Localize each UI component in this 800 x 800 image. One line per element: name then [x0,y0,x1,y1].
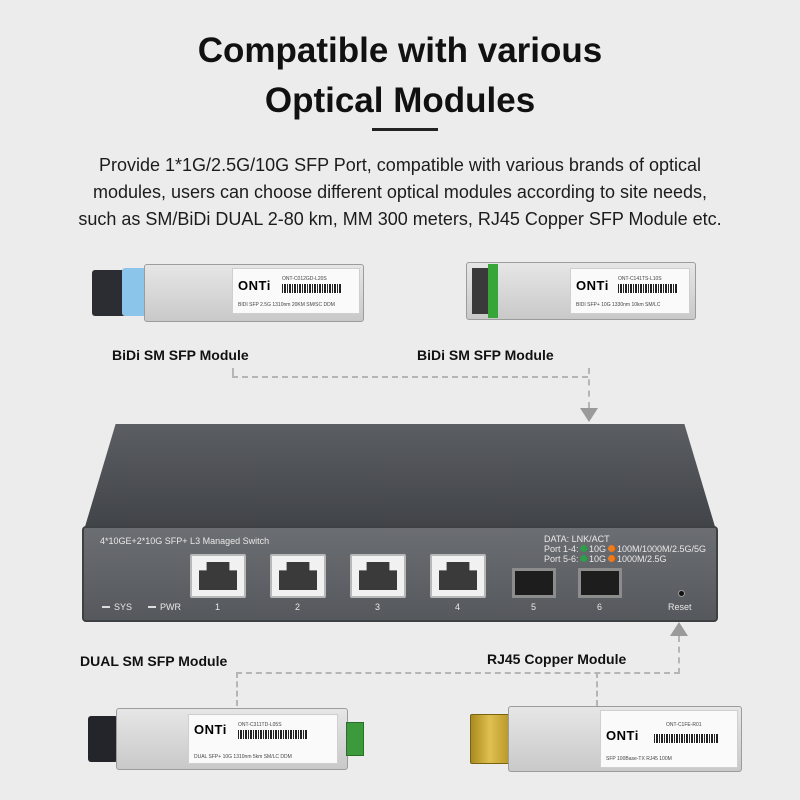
port-number: 5 [531,602,537,612]
connector-line [678,636,680,674]
model-number: ONT-C141TS-L10S [618,276,662,282]
sfp-port-5[interactable] [512,568,556,598]
reset-label: Reset [668,602,692,612]
module-green-latch [488,264,498,318]
sys-led [102,606,110,608]
module-label-top-right: BiDi SM SFP Module [417,347,554,363]
barcode [654,734,718,743]
module-label [188,714,338,764]
description-line-1: Provide 1*1G/2.5G/10G SFP Port, compatib… [99,155,701,175]
connector-line [232,376,588,378]
connector-line [596,672,598,706]
module-spec: BIDI SFP 2.5G 1310nm 20KM SM/SC DDM [238,302,335,308]
brand-name: ONTi [576,278,609,293]
title-underline [372,128,438,131]
port-number: 4 [455,602,461,612]
module-connector [88,716,118,762]
connector-line [588,368,590,408]
description: Provide 1*1G/2.5G/10G SFP Port, compatib… [30,152,770,233]
description-line-3: such as SM/BiDi DUAL 2-80 km, MM 300 met… [78,209,722,229]
module-label-bottom-right: RJ45 Copper Module [487,651,627,667]
barcode [238,730,308,739]
rj45-copper-module: ONTi ONT-C1FE-R01 SFP 100Base-TX RJ45 10… [470,704,742,778]
port-number: 1 [215,602,221,612]
port-number: 3 [375,602,381,612]
module-spec: SFP 100Base-TX RJ45 100M [606,756,672,762]
switch-front-panel: 4*10GE+2*10G SFP+ L3 Managed Switch SYS … [82,526,718,622]
module-spec: DUAL SFP+ 10G 1310nm 5km SM/LC DDM [194,754,292,760]
module-gold-connector [470,714,510,764]
reset-button[interactable] [678,590,685,597]
module-green-pcb [346,722,364,756]
orange-led-icon [608,545,615,552]
model-number: ONT-C311TD-L05S [238,722,282,728]
module-connector [472,268,488,314]
brand-name: ONTi [606,728,639,743]
bidi-sfp-module-right: ONTi ONT-C141TS-L10S BIDI SFP+ 10G 1330n… [466,262,696,322]
brand-name: ONTi [194,722,227,737]
brand-name: ONTi [238,278,271,293]
port-number: 6 [597,602,603,612]
legend-row1-green: 10G [589,544,607,554]
green-led-icon [580,555,587,562]
sys-label: SYS [114,602,133,612]
switch-top-panel [84,424,716,530]
barcode [618,284,678,293]
orange-led-icon [608,555,615,562]
title-line-1: Compatible with various [197,31,603,70]
rj45-port-4[interactable] [430,554,486,598]
rj45-port-3[interactable] [350,554,406,598]
bidi-sfp-module-left: ONTi ONT-C012GD-L20S BIDI SFP 2.5G 1310n… [92,262,364,332]
connector-line [236,672,680,674]
port-number: 2 [295,602,301,612]
model-number: ONT-C012GD-L20S [282,276,327,282]
module-label-top-left: BiDi SM SFP Module [112,347,249,363]
title-line-2: Optical Modules [264,81,536,120]
legend-row2-green: 10G [589,554,607,564]
legend-row2-ports: Port 5-6: [544,554,579,564]
sfp-port-6[interactable] [578,568,622,598]
description-line-2: modules, users can choose different opti… [92,182,708,202]
legend-row1-orange: 100M/1000M/2.5G/5G [617,544,707,554]
pwr-led [148,606,156,608]
legend-row2-orange: 1000M/2.5G [617,554,667,564]
module-label-bottom-left: DUAL SM SFP Module [80,653,228,669]
arrow-down-icon [580,408,598,422]
led-legend-title: DATA: LNK/ACT [544,534,610,544]
dual-sfp-module: ONTi ONT-C311TD-L05S DUAL SFP+ 10G 1310n… [88,708,364,774]
rj45-port-1[interactable] [190,554,246,598]
switch-model-text: 4*10GE+2*10G SFP+ L3 Managed Switch [100,536,270,546]
pwr-label: PWR [160,602,181,612]
arrow-up-icon [670,622,688,636]
connector-line [232,368,234,378]
barcode [282,284,342,293]
page-title: Compatible with various Optical Modules [0,26,800,126]
model-number: ONT-C1FE-R01 [666,722,702,728]
green-led-icon [580,545,587,552]
legend-row1-ports: Port 1-4: [544,544,579,554]
rj45-port-2[interactable] [270,554,326,598]
connector-line [236,672,238,706]
module-spec: BIDI SFP+ 10G 1330nm 10km SM/LC [576,302,661,308]
